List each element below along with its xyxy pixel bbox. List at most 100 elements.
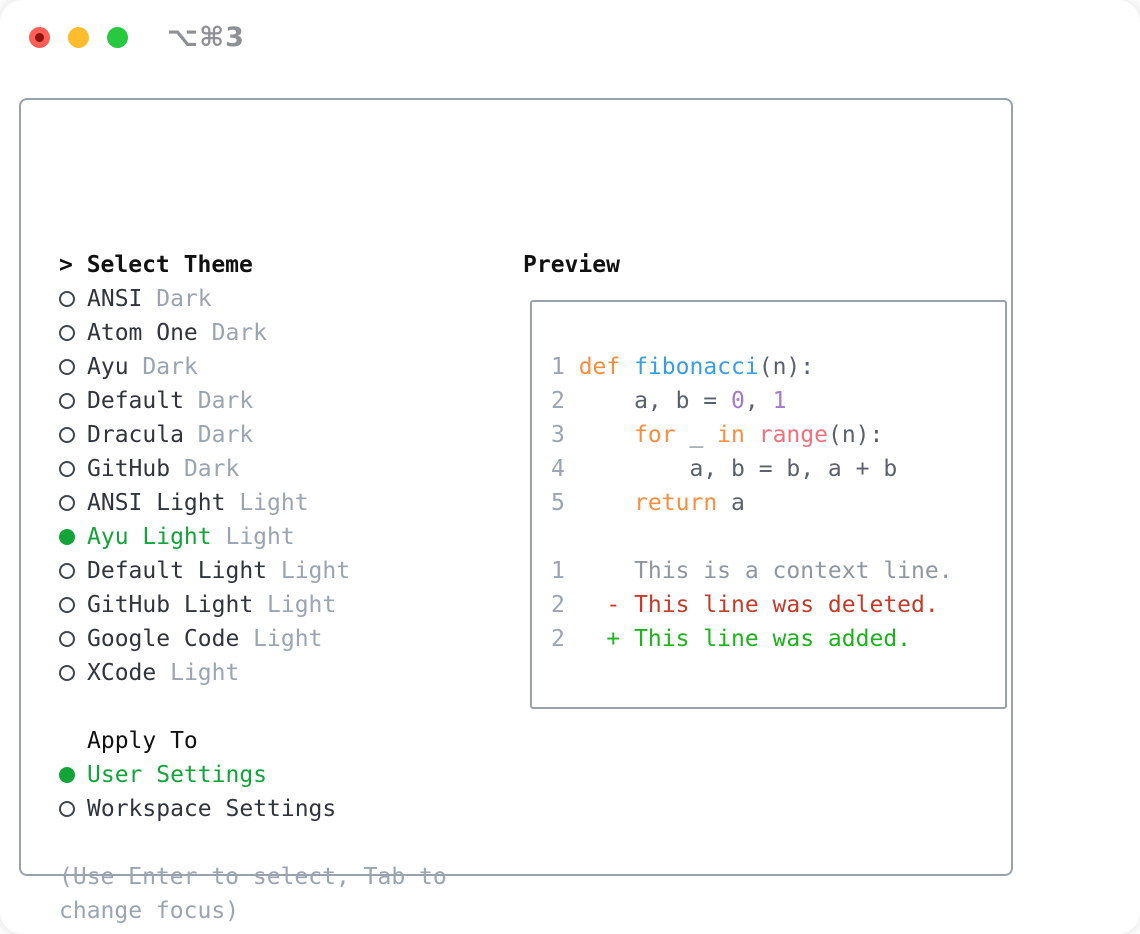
code-line <box>551 520 953 554</box>
theme-name: Dracula <box>87 422 184 448</box>
code-token: a, b = <box>578 388 732 414</box>
code-line: 5 return a <box>551 486 953 520</box>
theme-variant: Light <box>156 660 240 686</box>
code-line: 4 a, b = b, a + b <box>551 452 953 486</box>
theme-name: Atom One <box>87 320 198 346</box>
apply-to-header: Apply To <box>59 724 447 758</box>
blank-row <box>59 690 447 724</box>
radio-icon <box>59 325 75 341</box>
code-token: return <box>634 490 718 516</box>
close-button[interactable] <box>29 27 50 48</box>
theme-variant: Dark <box>128 354 198 380</box>
radio-icon <box>59 665 75 681</box>
code-token: (n): <box>827 422 884 448</box>
radio-icon <box>59 427 75 443</box>
theme-name: Default <box>87 388 184 414</box>
theme-item-default[interactable]: Default Dark <box>59 384 447 418</box>
code-token: _ <box>675 422 718 448</box>
theme-variant: Dark <box>183 422 254 448</box>
code-token: + This line was added. <box>578 626 912 652</box>
theme-item-ansi[interactable]: ANSI Dark <box>59 282 447 316</box>
theme-name: GitHub <box>87 456 171 482</box>
code-token: , <box>744 388 773 414</box>
line-number: 2 <box>551 592 565 618</box>
line-number: 1 <box>551 558 565 584</box>
code-token <box>579 422 634 448</box>
line-number: 1 <box>551 354 565 380</box>
apply-option-workspace-settings[interactable]: Workspace Settings <box>59 792 447 826</box>
theme-item-ayu-light[interactable]: Ayu Light Light <box>59 520 447 554</box>
line-number: 2 <box>551 626 565 652</box>
code-token: 0 <box>731 388 745 414</box>
theme-variant: Dark <box>183 388 254 414</box>
theme-name: Google Code <box>87 626 240 652</box>
theme-variant: Dark <box>197 320 268 346</box>
theme-variant: Light <box>239 626 323 652</box>
code-token: def <box>578 354 621 380</box>
code-token: fibonacci <box>634 354 759 380</box>
line-number: 3 <box>551 422 565 448</box>
apply-option-label: Workspace Settings <box>87 796 337 822</box>
apply-option-user-settings[interactable]: User Settings <box>59 758 447 792</box>
radio-icon <box>59 631 75 647</box>
radio-selected-icon <box>59 767 75 783</box>
theme-item-ayu[interactable]: Ayu Dark <box>59 350 447 384</box>
code-token: range <box>758 422 828 448</box>
theme-variant: Light <box>225 490 309 516</box>
code-token: - This line was deleted. <box>578 592 939 618</box>
theme-variant: Light <box>211 524 295 550</box>
preview-header: Preview <box>523 252 620 278</box>
code-line: 1 This is a context line. <box>551 554 953 588</box>
radio-icon <box>59 393 75 409</box>
theme-item-xcode[interactable]: XCode Light <box>59 656 447 690</box>
blank-row <box>59 826 447 860</box>
theme-item-default-light[interactable]: Default Light Light <box>59 554 447 588</box>
window-title: ⌥⌘3 <box>167 22 245 53</box>
line-number: 4 <box>551 456 565 482</box>
zoom-button[interactable] <box>107 27 128 48</box>
theme-item-atom-one[interactable]: Atom One Dark <box>59 316 447 350</box>
select-theme-header: > Select Theme <box>59 252 253 278</box>
radio-icon <box>59 597 75 613</box>
theme-item-github-light[interactable]: GitHub Light Light <box>59 588 447 622</box>
theme-name: ANSI <box>87 286 143 312</box>
code-line: 2 a, b = 0, 1 <box>551 384 953 418</box>
apply-option-label: User Settings <box>87 762 268 788</box>
minimize-button[interactable] <box>68 27 89 48</box>
radio-icon <box>59 461 75 477</box>
theme-item-ansi-light[interactable]: ANSI Light Light <box>59 486 447 520</box>
theme-variant: Light <box>267 558 351 584</box>
apply-to-label: Apply To <box>87 728 198 754</box>
theme-name: Ayu <box>87 354 129 380</box>
theme-item-dracula[interactable]: Dracula Dark <box>59 418 447 452</box>
code-token: for <box>634 422 676 448</box>
theme-name: Default Light <box>87 558 268 584</box>
theme-name: GitHub Light <box>87 592 254 618</box>
radio-selected-icon <box>59 529 75 545</box>
radio-icon <box>59 359 75 375</box>
radio-icon <box>59 563 75 579</box>
theme-item-github[interactable]: GitHub Dark <box>59 452 447 486</box>
preview-box <box>530 300 1007 709</box>
hint-line: (Use Enter to select, Tab to <box>59 864 447 890</box>
theme-item-google-code[interactable]: Google Code Light <box>59 622 447 656</box>
theme-variant: Dark <box>170 456 240 482</box>
radio-icon <box>59 291 75 307</box>
hint-line: change focus) <box>59 898 240 924</box>
code-token: a, b = b, a + b <box>578 456 898 482</box>
code-line: 2 - This line was deleted. <box>551 588 953 622</box>
line-number: 2 <box>551 388 565 414</box>
theme-name: XCode <box>87 660 157 686</box>
code-token <box>745 422 759 448</box>
theme-name: Ayu Light <box>87 524 212 550</box>
radio-icon <box>59 495 75 511</box>
code-token <box>579 490 634 516</box>
code-token: This is a context line. <box>578 558 953 584</box>
theme-name: ANSI Light <box>87 490 226 516</box>
code-token: 1 <box>772 388 787 414</box>
